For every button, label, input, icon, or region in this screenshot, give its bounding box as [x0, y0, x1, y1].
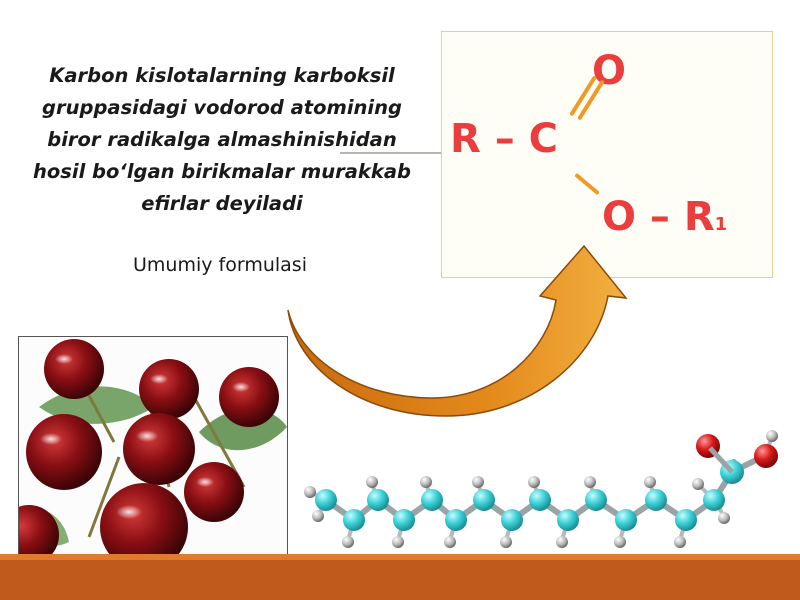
bottom-bar-stripe [0, 554, 800, 560]
formula-r-c: R – C [450, 116, 559, 162]
ester-general-formula: R – C O O – R1 [441, 31, 773, 278]
cherries-image [18, 336, 288, 586]
ester-definition-text: Karbon kislotalarning karboksil gruppasi… [33, 64, 411, 215]
formula-o-r-text: O – R [602, 194, 715, 240]
general-formula-label: Umumiy formulasi [133, 254, 307, 276]
molecule-model-image [296, 420, 800, 580]
bottom-decorative-bar [0, 554, 800, 600]
formula-subscript: 1 [714, 214, 728, 235]
formula-o-r1: O – R1 [602, 194, 727, 240]
